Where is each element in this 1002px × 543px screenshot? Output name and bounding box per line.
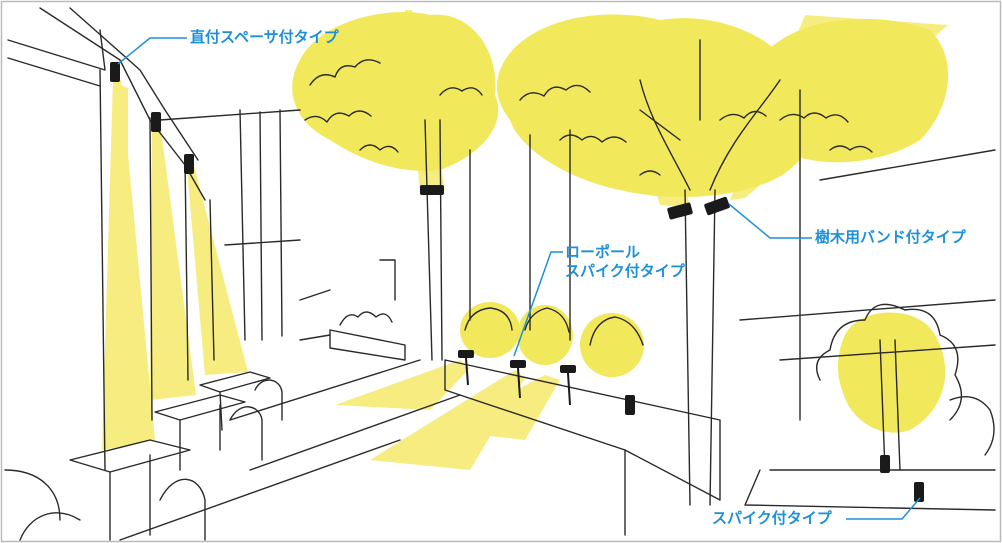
trunk-left xyxy=(424,119,443,361)
wall-beam-4 xyxy=(112,85,128,300)
wall-fixture-1 xyxy=(110,62,120,82)
bg-wall xyxy=(299,259,396,341)
low-pole-fixture-1 xyxy=(458,350,474,358)
shrub-glow-2 xyxy=(517,305,573,365)
right-building xyxy=(469,89,996,421)
ground-beam-2 xyxy=(370,370,525,470)
spike-fixture-2 xyxy=(914,482,924,502)
tree-fixture-center-2 xyxy=(704,196,730,216)
wall-fixture-3 xyxy=(184,154,194,174)
callout-wall-mount-text: 直付スペーサ付タイプ xyxy=(190,28,339,46)
ground-beam-1 xyxy=(335,360,470,410)
building-left-edge-2 xyxy=(69,7,199,161)
planter-right xyxy=(744,469,996,511)
wall-beam-3 xyxy=(186,158,248,375)
callout-spike: スパイク付タイプ xyxy=(712,509,832,528)
table-2 xyxy=(154,394,246,471)
callout-low-pole: ローポール スパイク付タイプ xyxy=(565,243,685,281)
shrubs-outline xyxy=(339,307,644,346)
canopy-right-tree xyxy=(749,18,949,163)
chairs xyxy=(159,379,283,541)
low-pole-fixture-2 xyxy=(510,360,526,368)
low-poles xyxy=(465,357,571,406)
walkway xyxy=(119,359,461,541)
planter-box xyxy=(444,359,721,536)
callout-low-pole-line1: ローポール xyxy=(565,243,641,261)
shrub-right-outline xyxy=(816,303,995,456)
low-pole-fixture-4 xyxy=(625,395,635,415)
tree-fixture-left xyxy=(420,185,444,195)
callout-lines xyxy=(117,37,921,520)
canopy-outline-center xyxy=(519,84,767,176)
callout-wall-mount: 直付スペーサ付タイプ xyxy=(190,28,339,47)
tree-canopies xyxy=(292,12,949,433)
ground-beam-3 xyxy=(440,375,560,440)
leader-low-pole xyxy=(513,251,563,357)
callout-tree-band-text: 樹木用バンド付タイプ xyxy=(815,228,966,246)
canopy-outline-right xyxy=(779,112,873,153)
wall-face xyxy=(99,69,215,471)
planter-far xyxy=(329,329,406,361)
leader-wall-mount xyxy=(117,37,187,65)
building-soffit xyxy=(7,29,106,87)
trunk-center xyxy=(639,39,781,506)
callout-tree-band: 樹木用バンド付タイプ xyxy=(815,228,966,247)
wall-beam-1 xyxy=(102,78,155,450)
table-3 xyxy=(199,371,271,431)
low-pole-fixture-3 xyxy=(560,365,576,373)
leader-spike xyxy=(846,497,921,520)
callout-spike-text: スパイク付タイプ xyxy=(712,509,832,527)
spike-fixture-1 xyxy=(880,455,890,473)
shrub-glow-1 xyxy=(460,302,520,358)
wall-beam-2 xyxy=(150,118,196,400)
canopy-outline-left xyxy=(304,59,483,153)
tree-fixture-center-1 xyxy=(667,202,693,220)
fixtures xyxy=(110,62,924,502)
canopy-left-tree xyxy=(292,12,499,171)
bg-building xyxy=(159,109,301,341)
table-1 xyxy=(69,439,191,541)
line-art xyxy=(4,7,996,541)
chair-foreground xyxy=(4,469,81,541)
leader-tree-band xyxy=(728,203,812,239)
trunk-right xyxy=(879,339,901,471)
canopy-center-tree xyxy=(497,14,815,197)
wall-fixture-2 xyxy=(151,112,161,132)
callout-low-pole-line2: スパイク付タイプ xyxy=(565,261,685,280)
shrub-glow-right xyxy=(838,312,946,433)
